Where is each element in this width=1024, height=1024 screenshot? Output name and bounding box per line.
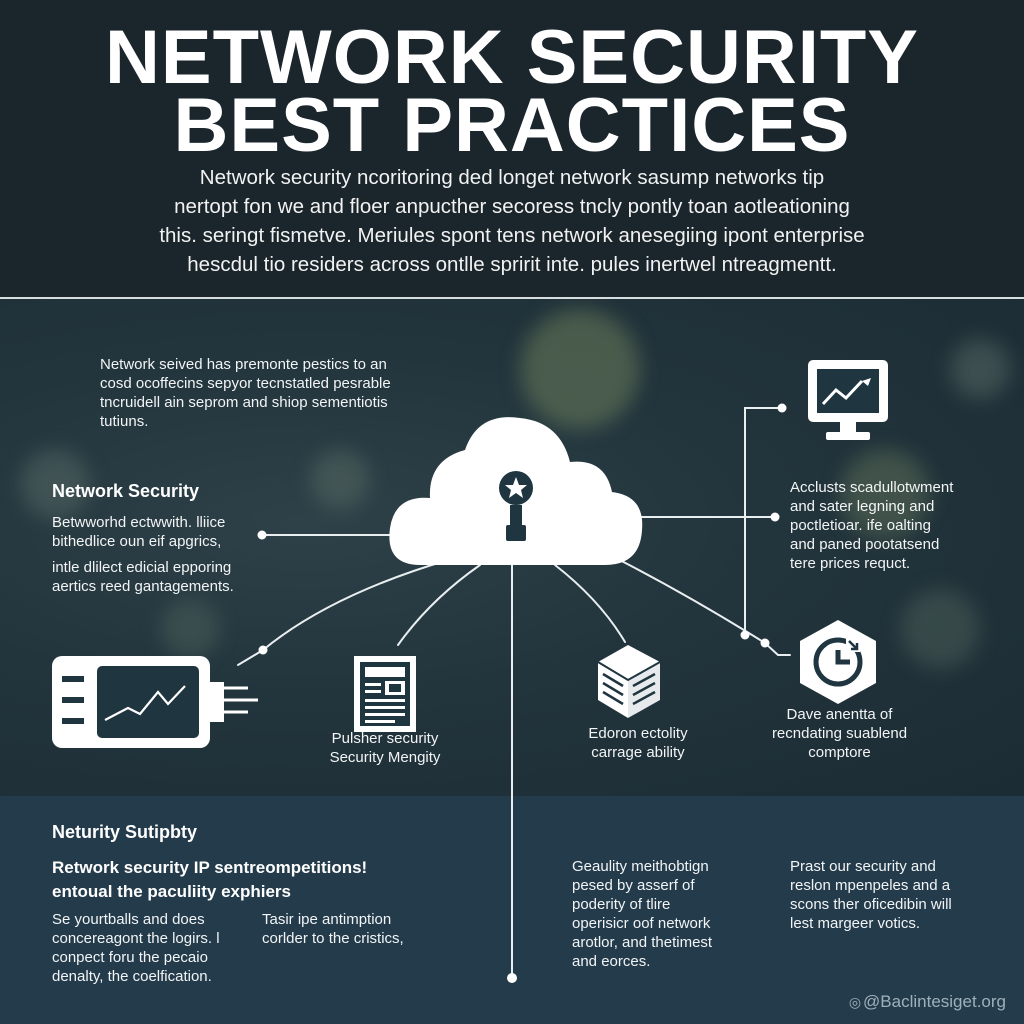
text-line: tncruidell ain seprom and shiop sementio… bbox=[100, 394, 388, 411]
text-line: carrage ability bbox=[591, 744, 685, 761]
text-line: aertics reed gantagements. bbox=[52, 578, 234, 595]
connector-node bbox=[258, 645, 268, 655]
text-line: Se yourtballs and does bbox=[52, 911, 205, 928]
clock-icon bbox=[800, 620, 876, 704]
text-line: Acclusts scadullotwment bbox=[790, 479, 954, 496]
text-line: Security Mengity bbox=[329, 749, 441, 766]
intro-line: hescdul tio residers across ontlle sprir… bbox=[187, 253, 837, 276]
text-line: cosd ocoffecins sepyor tecnstatled pesra… bbox=[100, 375, 391, 392]
bokeh-light bbox=[20, 449, 90, 519]
left-paragraph-1: Betwworhd ectwwith. lliice bithedlice ou… bbox=[52, 513, 225, 551]
text-line: corlder to the cristics, bbox=[262, 930, 404, 947]
text-line: and eorces. bbox=[572, 953, 651, 970]
monitor-chart-icon bbox=[808, 360, 888, 440]
text-line: tutiuns. bbox=[100, 413, 149, 430]
connector-node bbox=[507, 973, 517, 983]
text-line: reslon mpenpeles and a bbox=[790, 877, 951, 894]
connector-node bbox=[760, 638, 770, 648]
watermark-text: @Baclintesiget.org bbox=[863, 992, 1006, 1011]
text-line: bithedlice oun eif apgrics, bbox=[52, 533, 222, 550]
text-line: Betwworhd ectwwith. lliice bbox=[52, 514, 226, 531]
connector-line bbox=[397, 564, 481, 646]
text-line: tere prices requct. bbox=[790, 555, 911, 572]
text-line: recndating suablend bbox=[771, 725, 908, 742]
text-line: Tasir ipe antimption bbox=[262, 911, 392, 928]
text-line: pesed by asserf of bbox=[572, 877, 695, 894]
text-line: concereagont the logirs. l bbox=[52, 930, 220, 947]
text-line: lest margeer votics. bbox=[790, 915, 921, 932]
box-node-label: Edoron ectolity carrage ability bbox=[558, 724, 718, 762]
connector-node bbox=[770, 512, 780, 522]
text-line: and paned pootatsend bbox=[790, 536, 940, 553]
cube-box-icon bbox=[597, 645, 661, 718]
text-line: poderity of tlire bbox=[572, 896, 671, 913]
connector-node bbox=[257, 530, 267, 540]
top-left-text: Network seived has premonte pestics to a… bbox=[100, 355, 391, 431]
copyright-icon: ◎ bbox=[848, 994, 862, 1010]
bokeh-light bbox=[310, 449, 370, 509]
text-line: conpect foru the pecaio bbox=[52, 949, 208, 966]
bottom-column-1: Se yourtballs and does concereagont the … bbox=[52, 910, 220, 986]
bokeh-light bbox=[160, 599, 220, 659]
text-line: Retwork security IP sentreompetitions! bbox=[52, 858, 368, 877]
connector-line bbox=[554, 564, 626, 643]
title-line: BEST PRACTICES bbox=[173, 83, 851, 168]
clock-node-label: Dave anentta of recndating suablend comp… bbox=[752, 705, 927, 762]
connector-line bbox=[744, 407, 783, 636]
text-line: denalty, the coelfication. bbox=[52, 968, 212, 985]
connector-line bbox=[599, 549, 791, 656]
watermark: ◎@Baclintesiget.org bbox=[849, 992, 1006, 1012]
text-line: arotlor, and thetimest bbox=[572, 934, 713, 951]
text-line: operisicr oof network bbox=[572, 915, 711, 932]
connector-node bbox=[777, 403, 787, 413]
text-line: intle dlilect edicial epporing bbox=[52, 559, 232, 576]
bottom-subheading: Retwork security IP sentreompetitions! e… bbox=[52, 856, 367, 904]
text-line: Prast our security and bbox=[790, 858, 936, 875]
title-line: NETWORK SECURITY bbox=[105, 15, 919, 100]
connector-node bbox=[740, 630, 750, 640]
text-line: poctletioar. ife oalting bbox=[790, 517, 931, 534]
intro-line: this. seringt fismetve. Meriules spont t… bbox=[159, 224, 865, 247]
text-line: Dave anentta of bbox=[786, 706, 893, 723]
page-title: NETWORK SECURITY BEST PRACTICES bbox=[0, 15, 1024, 168]
intro-paragraph: Network security ncoritoring ded longet … bbox=[120, 163, 904, 279]
left-paragraph-2: intle dlilect edicial epporing aertics r… bbox=[52, 558, 234, 596]
text-line: Edoron ectolity bbox=[588, 725, 688, 742]
bottom-column-2: Tasir ipe antimption corlder to the cris… bbox=[262, 910, 404, 948]
bottom-column-4: Prast our security and reslon mpenpeles … bbox=[790, 857, 952, 933]
bokeh-light bbox=[520, 309, 640, 429]
bokeh-light bbox=[950, 339, 1010, 399]
connector-line bbox=[237, 559, 449, 666]
text-line: scons ther oficedibin will bbox=[790, 896, 952, 913]
text-line: comptore bbox=[808, 744, 871, 761]
text-line: Network seived has premonte pestics to a… bbox=[100, 356, 387, 373]
header-section: NETWORK SECURITY BEST PRACTICES Network … bbox=[0, 0, 1024, 298]
bokeh-light bbox=[840, 449, 930, 539]
intro-line: Network security ncoritoring ded longet … bbox=[199, 166, 825, 189]
bokeh-light bbox=[900, 589, 980, 669]
right-top-text: Acclusts scadullotwment and sater legnin… bbox=[790, 478, 953, 573]
header-divider bbox=[0, 297, 1024, 299]
bottom-heading: Neturity Sutipbty bbox=[52, 822, 198, 842]
network-device-icon bbox=[52, 656, 258, 748]
text-line: Pulsher security bbox=[331, 730, 439, 747]
user-shield-icon bbox=[499, 471, 533, 541]
text-line: Geaulity meithobtign bbox=[572, 858, 709, 875]
server-node-label: Pulsher security Security Mengity bbox=[305, 729, 465, 767]
left-heading: Network Security bbox=[52, 481, 200, 501]
document-icon bbox=[354, 656, 416, 732]
text-line: entoual the paculiity exphiers bbox=[52, 882, 292, 901]
text-line: and sater legning and bbox=[790, 498, 935, 515]
intro-line: nertopt fon we and floer anpucther secor… bbox=[174, 195, 850, 218]
bottom-column-3: Geaulity meithobtign pesed by asserf of … bbox=[572, 857, 712, 971]
